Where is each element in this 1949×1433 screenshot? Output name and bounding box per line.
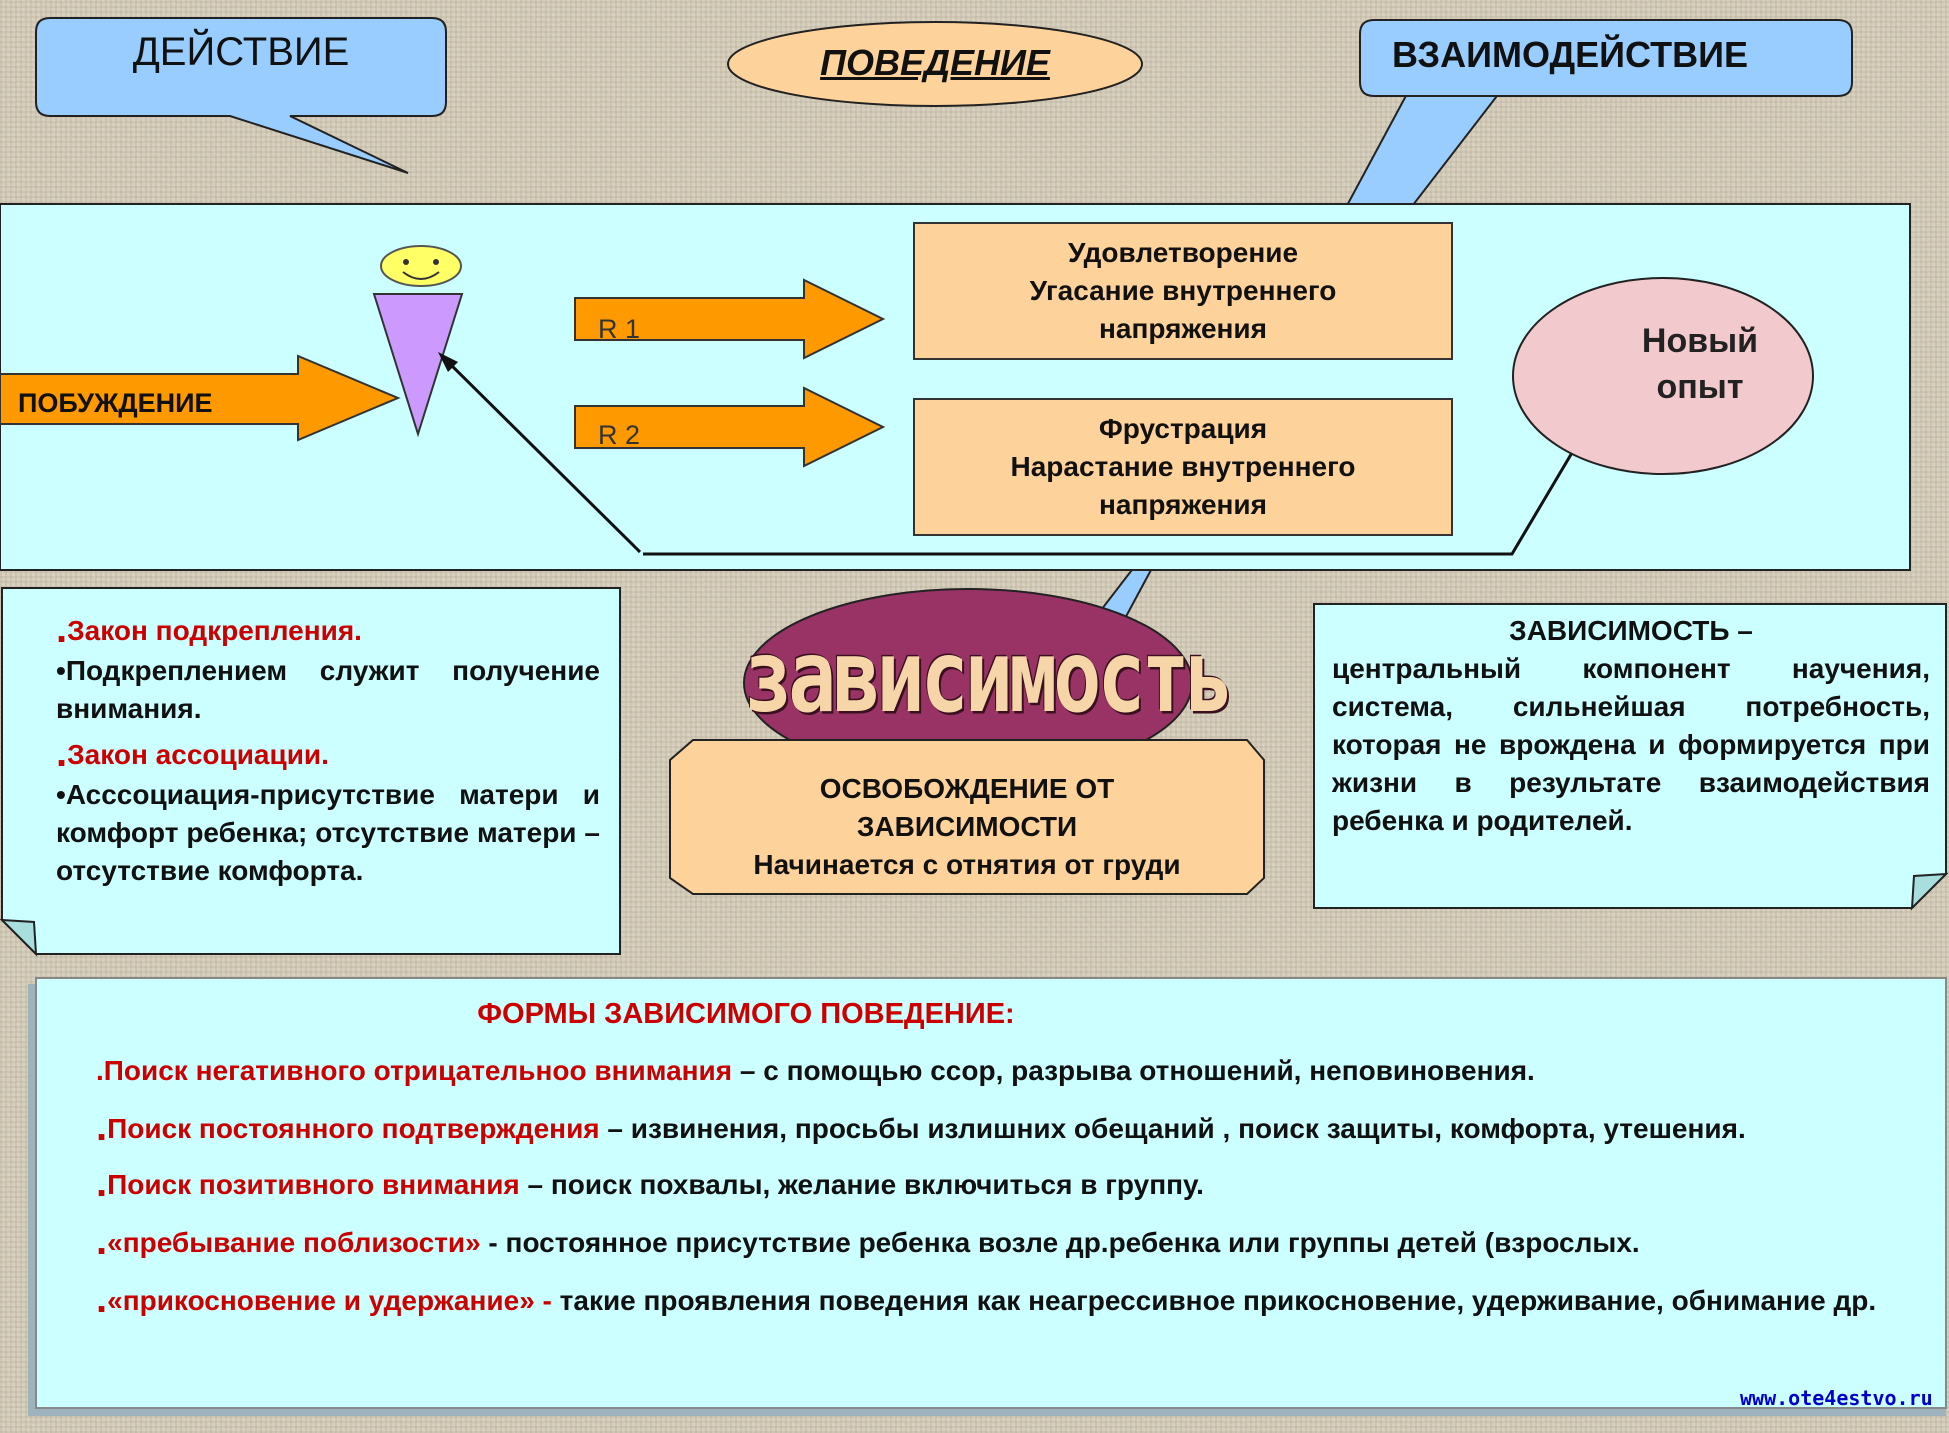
- association-law-title: Закон ассоциации.: [67, 739, 329, 770]
- forms-title: ФОРМЫ ЗАВИСИМОГО ПОВЕДЕНИЕ:: [477, 998, 1015, 1030]
- association-law-text: Асссоциация-присутствие матери и комфорт…: [56, 779, 600, 886]
- frustration-line3: напряжения: [1099, 489, 1267, 520]
- release-text: ОСВОБОЖДЕНИЕ ОТ ЗАВИСИМОСТИ Начинается с…: [680, 770, 1254, 884]
- new-experience-label: Новый опыт: [1540, 318, 1860, 410]
- forms-item-1: .Поиск негативного отрицательноо внимани…: [96, 1055, 1535, 1086]
- reinforcement-law-title: Закон подкрепления.: [67, 615, 362, 646]
- forms-item-1-name: Поиск негативного отрицательноо внимания: [103, 1055, 733, 1086]
- forms-item-4-name: «пребывание поблизости»: [107, 1227, 481, 1258]
- definition-title: ЗАВИСИМОСТЬ –: [1509, 615, 1753, 646]
- forms-list: .Поиск негативного отрицательноо внимани…: [96, 1050, 1928, 1322]
- forms-item-5-desc: такие проявления поведения как неагресси…: [551, 1285, 1877, 1316]
- definition-body: центральный компонент научения, система,…: [1332, 653, 1930, 836]
- forms-item-2-name: Поиск постоянного подтверждения: [107, 1113, 600, 1144]
- r2-label: R 2: [598, 420, 641, 450]
- action-label: ДЕЙСТВИЕ: [132, 30, 350, 74]
- release-line3: Начинается с отнятия от груди: [753, 849, 1181, 880]
- interaction-callout-tail: [1076, 91, 1503, 652]
- satisfaction-box: Удовлетворение Угасание внутреннего напр…: [913, 222, 1453, 360]
- forms-item-3: .Поиск позитивного внимания – поиск похв…: [96, 1161, 1204, 1205]
- motivation-label: ПОБУЖДЕНИЕ: [18, 388, 213, 418]
- behavior-label: ПОВЕДЕНИЕ: [820, 42, 1050, 83]
- forms-item-4-desc: - постоянное присутствие ребенка возле д…: [480, 1227, 1640, 1258]
- forms-item-2-desc: – извинения, просьбы излишних обещаний ,…: [599, 1113, 1746, 1144]
- reinforcement-law-text: Подкреплением служит получение внимания.: [56, 655, 600, 724]
- r1-label: R 1: [598, 314, 641, 344]
- satisfaction-line3: напряжения: [1099, 313, 1267, 344]
- release-line1: ОСВОБОЖДЕНИЕ ОТ: [819, 773, 1115, 804]
- person-cone: [372, 293, 464, 438]
- forms-item-5: .«прикосновение и удержание» - такие про…: [96, 1277, 1877, 1321]
- laws-text: .Закон подкрепления. •Подкреплением служ…: [56, 607, 600, 886]
- forms-item-1-desc: – с помощью ссор, разрыва отношений, неп…: [732, 1055, 1535, 1086]
- frustration-line1: Фрустрация: [1098, 413, 1268, 444]
- forms-item-2: .Поиск постоянного подтверждения – извин…: [96, 1105, 1746, 1149]
- site-link[interactable]: www.ote4estvo.ru: [1740, 1386, 1933, 1410]
- forms-item-3-name: Поиск позитивного внимания: [107, 1169, 520, 1200]
- new-experience-line1: Новый: [1641, 322, 1759, 360]
- smiley-face: [380, 245, 462, 287]
- forms-item-3-desc: – поиск похвалы, желание включиться в гр…: [519, 1169, 1204, 1200]
- satisfaction-line1: Удовлетворение: [1067, 237, 1299, 268]
- forms-item-5-name: «прикосновение и удержание» -: [107, 1285, 552, 1316]
- dependency-title: зависимость: [744, 618, 1234, 735]
- forms-item-4: .«пребывание поблизости» - постоянное пр…: [96, 1219, 1640, 1263]
- frustration-line2: Нарастание внутреннего: [1010, 451, 1356, 482]
- frustration-box: Фрустрация Нарастание внутреннего напряж…: [913, 398, 1453, 536]
- new-experience-line2: опыт: [1656, 368, 1744, 406]
- interaction-label: ВЗАИМОДЕЙСТВИЕ: [1392, 34, 1748, 75]
- release-line2: ЗАВИСИМОСТИ: [856, 811, 1078, 842]
- definition-text: ЗАВИСИМОСТЬ – центральный компонент науч…: [1332, 612, 1930, 840]
- satisfaction-line2: Угасание внутреннего: [1029, 275, 1337, 306]
